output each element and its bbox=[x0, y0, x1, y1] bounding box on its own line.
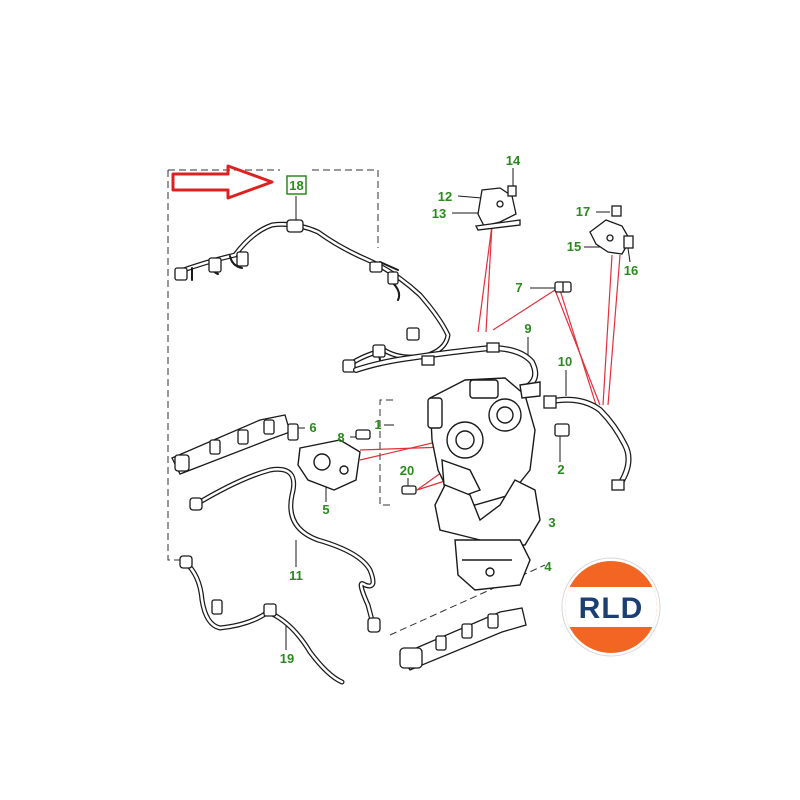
callout-8: 8 bbox=[337, 430, 344, 445]
bolt-20 bbox=[401, 485, 417, 495]
callout-13: 13 bbox=[432, 206, 446, 221]
callout-3: 3 bbox=[548, 515, 555, 530]
fuel-pipe-9 bbox=[353, 342, 539, 389]
pipe-11 bbox=[189, 466, 381, 633]
bolt-8 bbox=[355, 429, 371, 440]
callout-15: 15 bbox=[567, 239, 581, 254]
injector-harness bbox=[175, 221, 451, 371]
pump-housing bbox=[434, 479, 541, 591]
fuel-pipe-10 bbox=[543, 395, 632, 491]
bolt-2 bbox=[554, 423, 570, 437]
callout-17: 17 bbox=[576, 204, 590, 219]
callout-18: 18 bbox=[289, 178, 303, 193]
callout-14: 14 bbox=[506, 153, 521, 168]
dashed-frame bbox=[167, 169, 546, 636]
callout-10: 10 bbox=[558, 354, 572, 369]
callout-9: 9 bbox=[524, 321, 531, 336]
callout-7: 7 bbox=[515, 280, 522, 295]
callout-1: 1 bbox=[374, 417, 381, 432]
pipe-19 bbox=[179, 555, 345, 685]
callout-12: 12 bbox=[438, 189, 452, 204]
callout-16: 16 bbox=[624, 263, 638, 278]
fuel-rail-left bbox=[171, 414, 291, 475]
rld-logo: RLD bbox=[561, 557, 661, 657]
callout-20: 20 bbox=[400, 463, 414, 478]
callout-4: 4 bbox=[544, 559, 552, 574]
harness-connectors bbox=[174, 219, 420, 373]
callout-18-box bbox=[286, 175, 307, 195]
callout-11: 11 bbox=[289, 568, 303, 583]
mount-bracket bbox=[297, 439, 361, 491]
callout-2: 2 bbox=[557, 462, 564, 477]
bracket-upper bbox=[475, 185, 521, 231]
bracket-right bbox=[589, 205, 634, 255]
callout-5: 5 bbox=[322, 502, 329, 517]
high-pressure-pump bbox=[427, 377, 541, 506]
callouts: 18 14 12 13 17 15 16 7 9 10 1 6 8 2 20 5… bbox=[280, 153, 638, 666]
right-arrow-icon bbox=[171, 164, 274, 200]
fuel-rail-lower bbox=[399, 607, 527, 671]
callout-19: 19 bbox=[280, 651, 294, 666]
bolt-7 bbox=[554, 281, 572, 293]
callout-6: 6 bbox=[309, 420, 316, 435]
bolt-6 bbox=[287, 423, 299, 441]
logo-text: RLD bbox=[579, 592, 644, 625]
